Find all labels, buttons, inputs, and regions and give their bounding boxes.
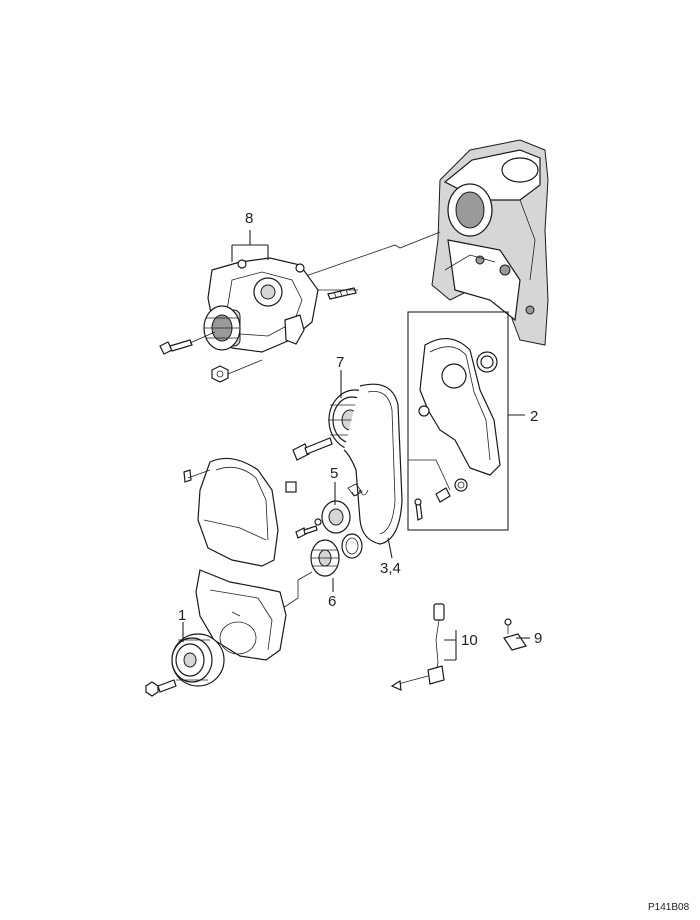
pump-leader-line <box>299 231 441 279</box>
upper-front-cover <box>197 457 279 567</box>
timing-belt <box>343 383 403 545</box>
water-pump <box>203 257 319 353</box>
callout-8: 8 <box>245 210 253 227</box>
callout-8-bracket <box>231 230 269 262</box>
callout-5: 5 <box>330 465 338 482</box>
upper-cover-bolt <box>183 469 211 483</box>
pulley-bolt <box>145 679 177 697</box>
camshaft-position-sensor <box>503 618 527 651</box>
pump-bolt <box>159 339 193 355</box>
crankshaft-pulley <box>171 633 225 687</box>
callout-9: 9 <box>534 630 542 647</box>
crankshaft-sprocket <box>310 539 340 577</box>
crankshaft-position-sensor <box>390 603 445 691</box>
callout-10: 10 <box>461 632 478 649</box>
tensioner-washer <box>314 518 322 526</box>
callout-2-box <box>407 311 509 531</box>
tensioner-bolt <box>295 525 318 539</box>
cover-leader <box>408 459 451 491</box>
crank-washer <box>341 533 363 559</box>
cover-bolt <box>414 498 423 521</box>
callout-10-bracket <box>444 630 457 661</box>
belt-tensioner <box>321 483 369 534</box>
idler-bolt-group <box>435 478 468 503</box>
callout-7: 7 <box>336 354 344 371</box>
figure-reference: P141B08 <box>648 902 690 913</box>
callout-3-4: 3,4 <box>380 560 401 577</box>
cam-sprocket-bolt <box>292 437 333 461</box>
callout-6: 6 <box>328 593 336 610</box>
cover-clip <box>285 481 297 493</box>
engine-block <box>431 139 549 346</box>
pump-stud <box>327 287 357 300</box>
lower-front-cover <box>195 569 287 661</box>
callout-2: 2 <box>530 408 538 425</box>
callout-34-leader <box>387 537 393 559</box>
pump-gear-teeth <box>203 305 241 351</box>
sprocket-leader <box>279 571 313 611</box>
rear-timing-cover <box>418 338 501 476</box>
callout-1: 1 <box>178 607 186 624</box>
pump-fastener-leaders <box>189 289 358 375</box>
pump-nut <box>211 365 229 383</box>
